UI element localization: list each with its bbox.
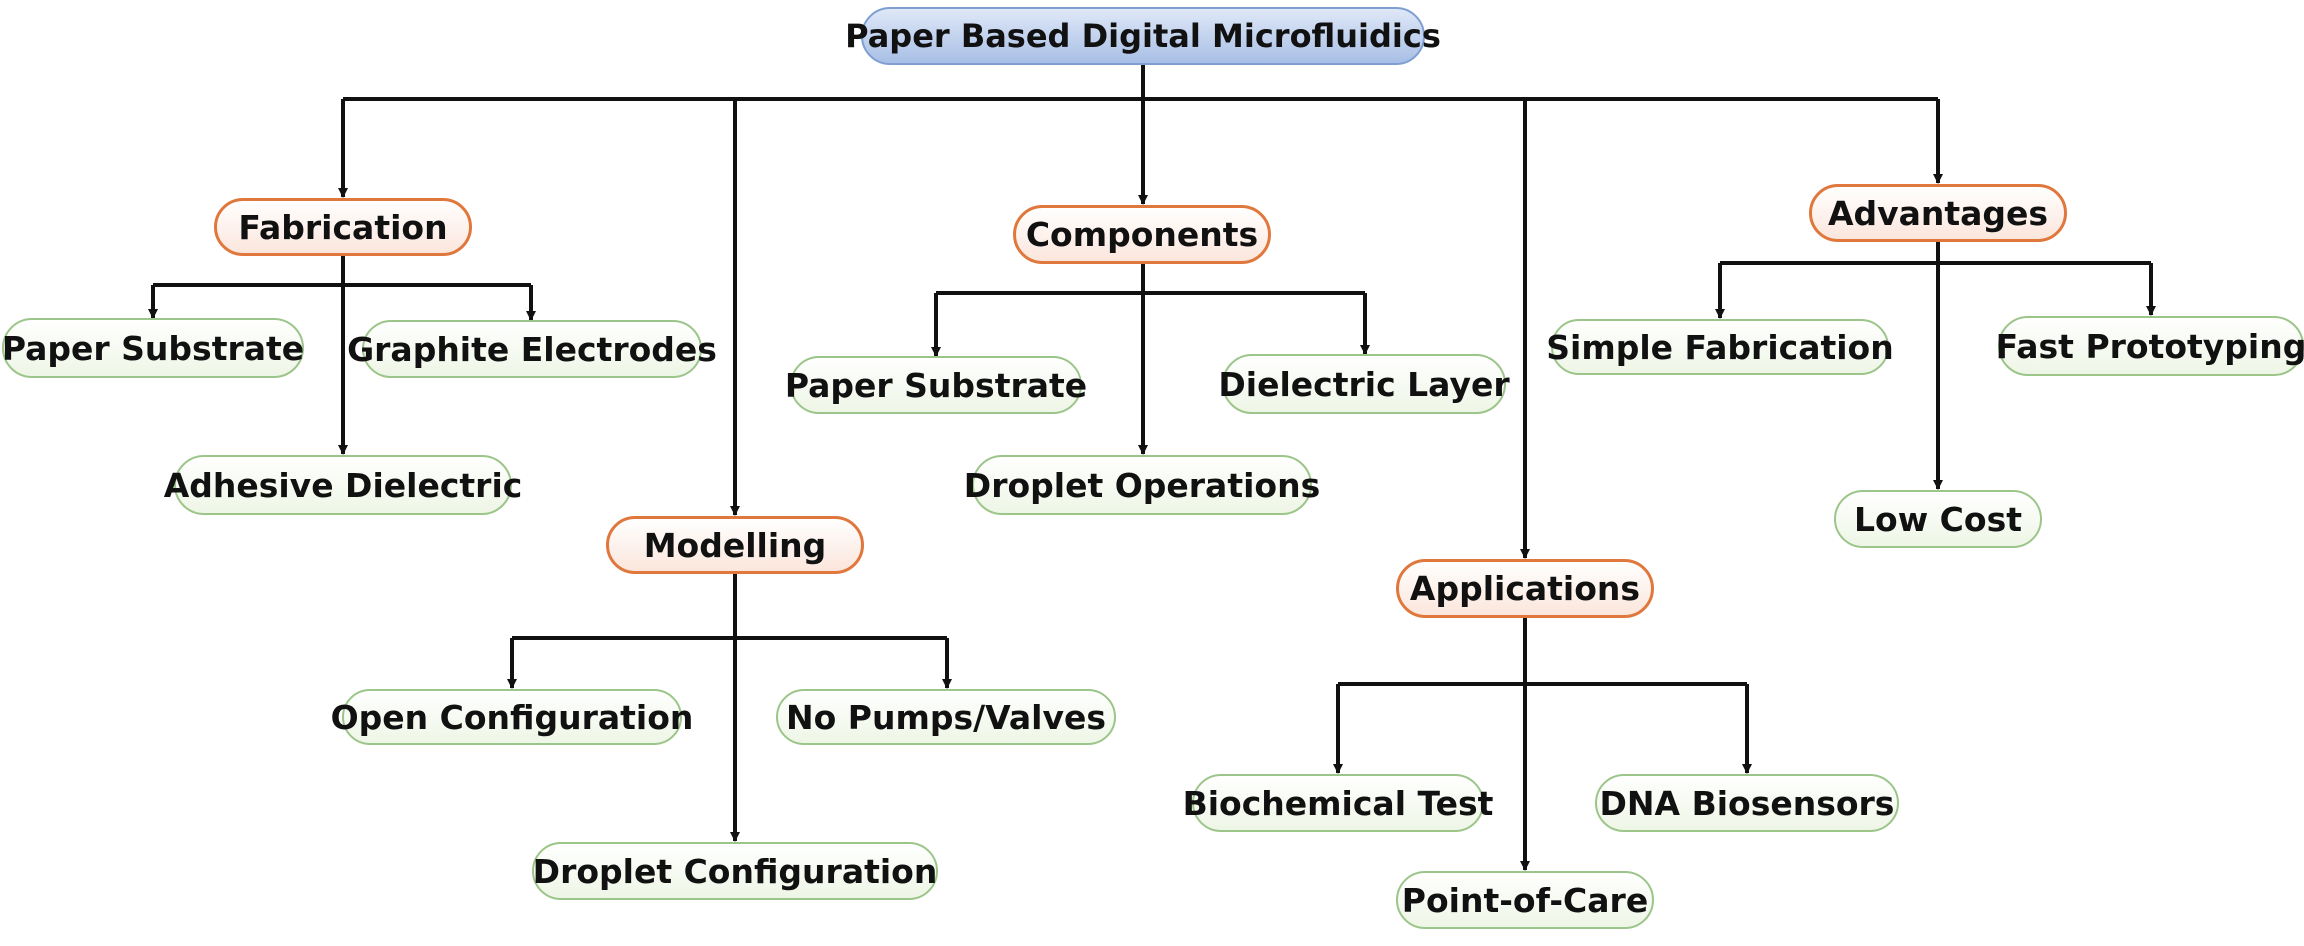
applications-point-of-care: Point-of-Care (1396, 871, 1654, 929)
category-applications: Applications (1396, 559, 1654, 618)
fabrication-adhesive-dielectric: Adhesive Dielectric (164, 455, 522, 515)
applications-dna-biosensors: DNA Biosensors (1595, 774, 1899, 832)
advantages-fast-prototyping: Fast Prototyping (1996, 316, 2304, 376)
category-components: Components (1013, 205, 1271, 264)
components-dielectric-layer: Dielectric Layer (1218, 354, 1510, 414)
modelling-droplet-configuration: Droplet Configuration (532, 842, 938, 900)
category-advantages: Advantages (1809, 184, 2067, 242)
modelling-no-pumps-valves: No Pumps/Valves (776, 689, 1116, 745)
components-droplet-operations: Droplet Operations (964, 455, 1320, 515)
advantages-simple-fabrication: Simple Fabrication (1546, 319, 1894, 375)
fabrication-graphite-electrodes: Graphite Electrodes (347, 320, 717, 378)
root-node: Paper Based Digital Microfluidics (845, 7, 1441, 65)
category-modelling: Modelling (606, 516, 864, 574)
modelling-open-configuration: Open Configuration (331, 689, 693, 745)
fabrication-paper-substrate: Paper Substrate (2, 318, 304, 378)
applications-biochemical-test: Biochemical Test (1183, 774, 1493, 832)
components-paper-substrate: Paper Substrate (785, 356, 1087, 414)
category-fabrication: Fabrication (214, 198, 472, 256)
advantages-low-cost: Low Cost (1834, 490, 2042, 548)
